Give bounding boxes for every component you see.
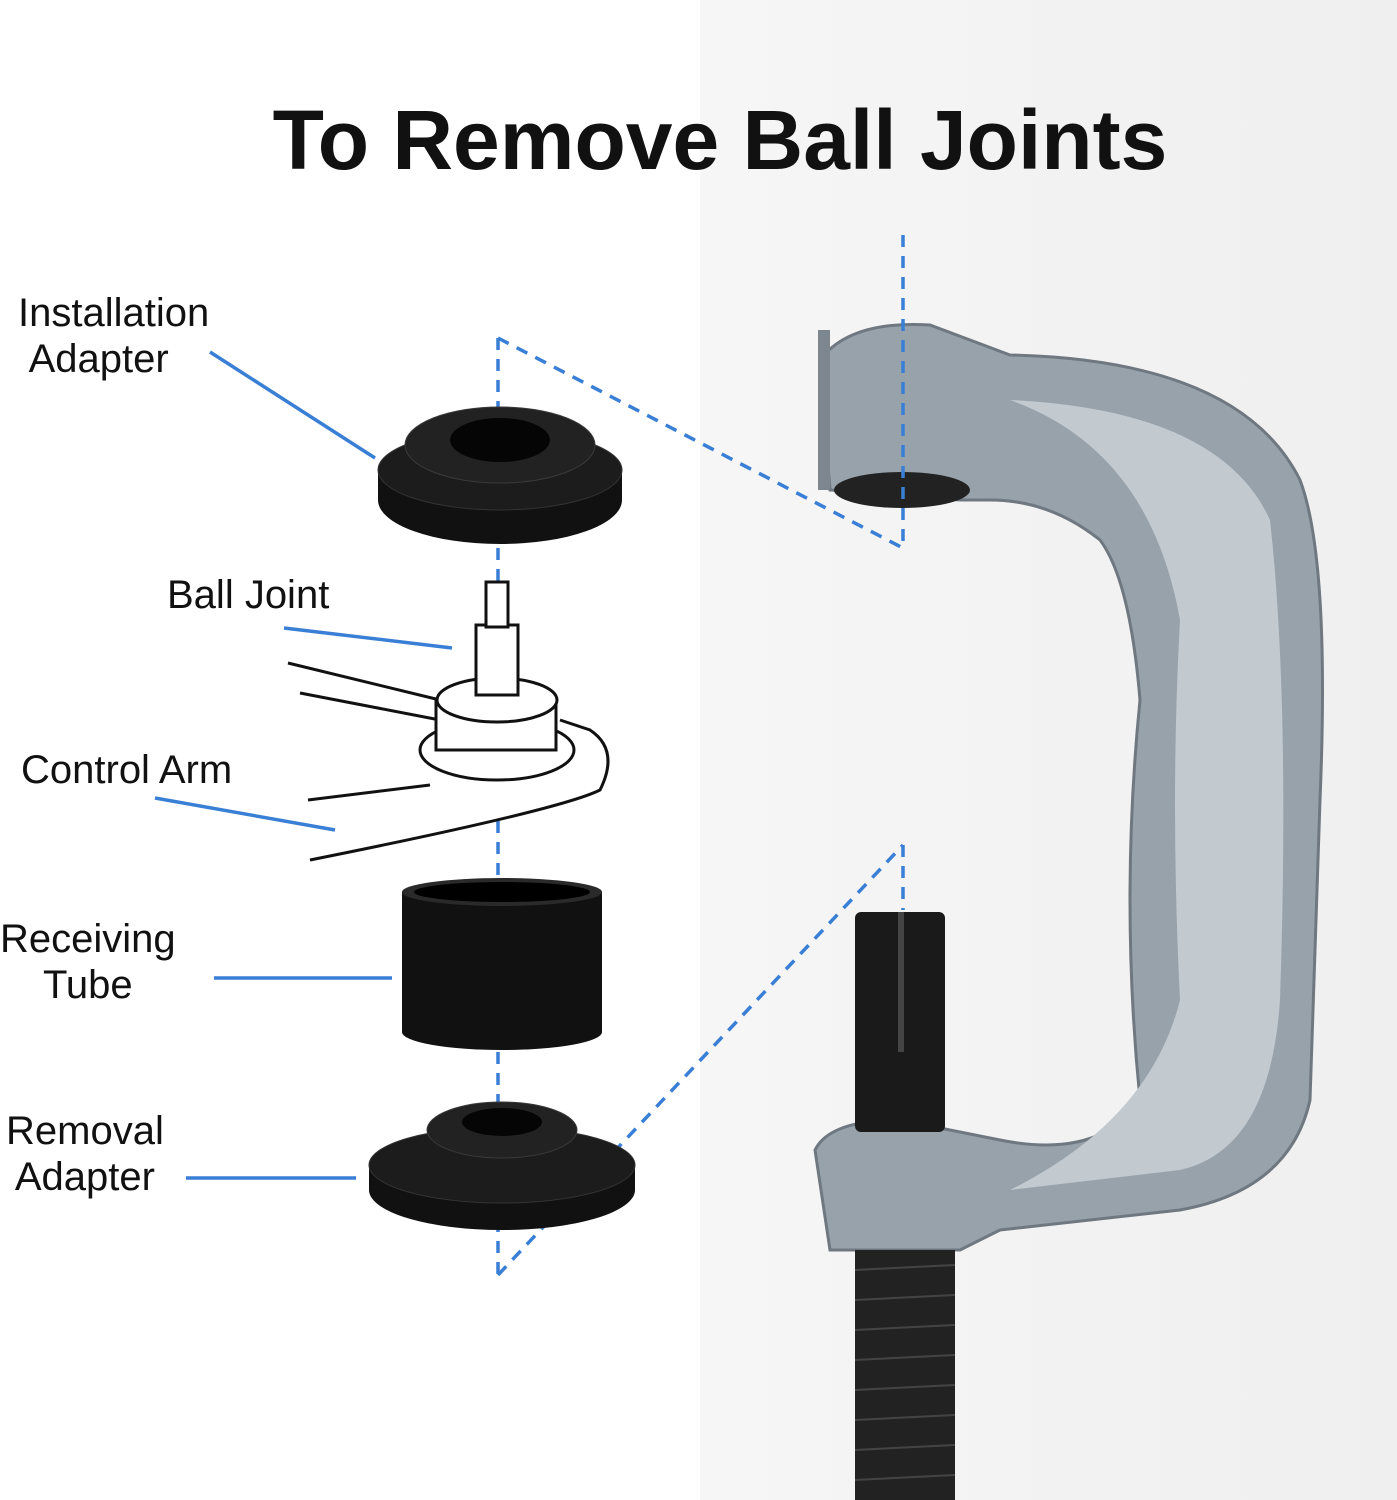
- label-line: Tube: [42, 963, 133, 1007]
- label-ball-joint: Ball Joint: [167, 573, 330, 617]
- label-removal-adapter: Removal Adapter: [6, 1108, 164, 1200]
- receiving-tube: [402, 878, 602, 1050]
- installation-adapter: [377, 406, 623, 544]
- label-line: Removal: [6, 1109, 164, 1153]
- frame-highlight: [1010, 400, 1284, 1190]
- forcing-screw: [854, 912, 956, 1500]
- label-line: Adapter: [14, 1155, 155, 1199]
- label-receiving-tube: Receiving Tube: [0, 916, 176, 1008]
- label-line: Installation: [18, 291, 210, 335]
- ball-joint-drawing: [287, 580, 610, 862]
- label-installation-adapter: Installation Adapter: [18, 290, 209, 382]
- removal-adapter: [368, 1101, 636, 1230]
- label-line: Adapter: [28, 337, 169, 381]
- label-control-arm: Control Arm: [21, 748, 233, 792]
- page-title: To Remove Ball Joints: [272, 93, 1168, 187]
- label-line: Receiving: [0, 917, 176, 961]
- frame-edge: [818, 330, 830, 490]
- leader-lines: [154, 350, 453, 1180]
